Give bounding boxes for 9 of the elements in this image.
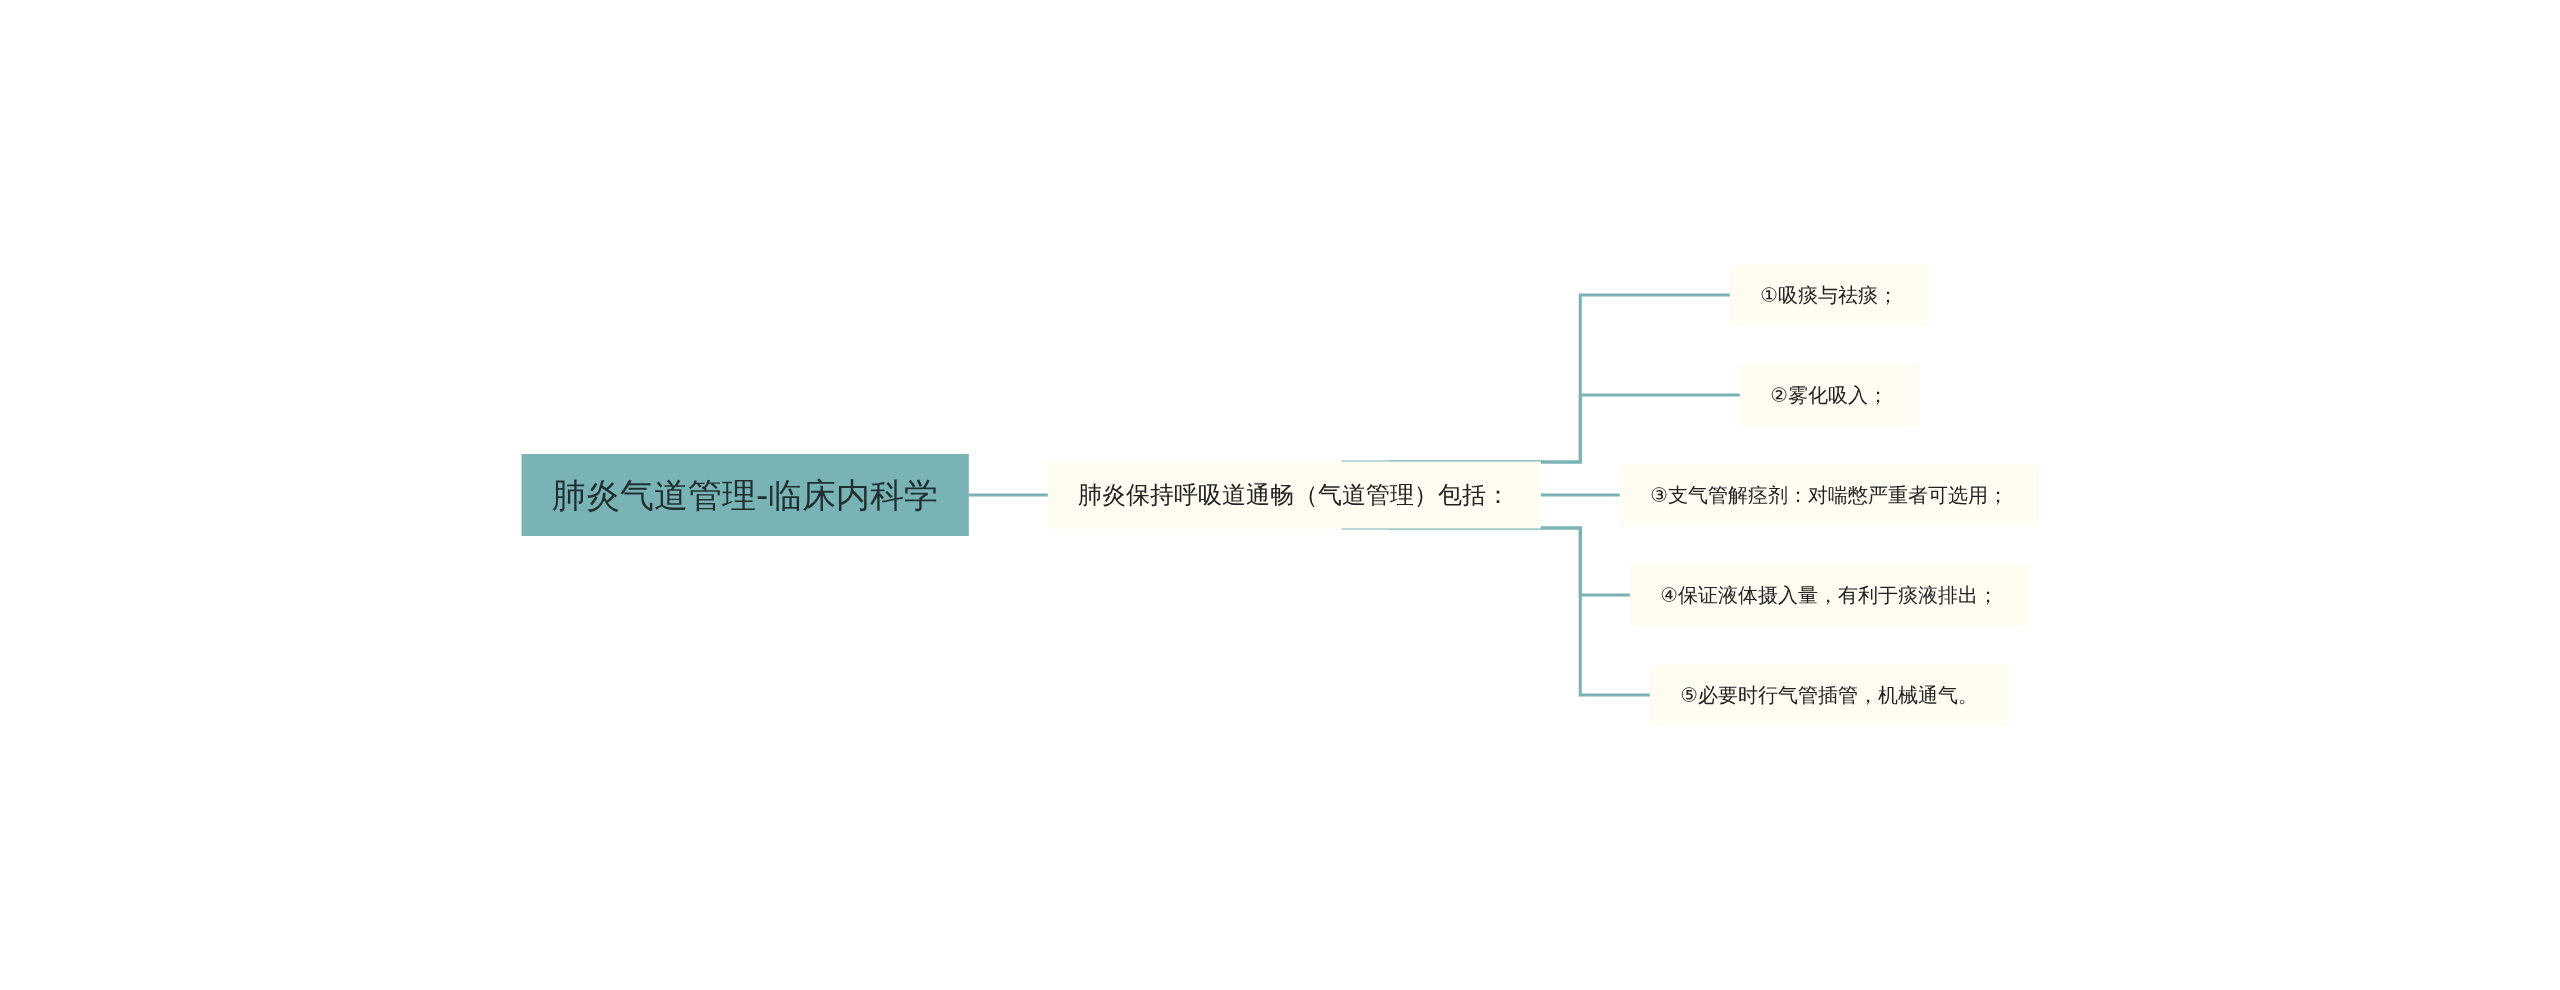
node-box: ②雾化吸入； [1739,364,1919,426]
connector [1540,493,1622,497]
connector [968,493,1050,497]
node-box: ③支气管解痉剂：对喘憋严重者可选用； [1619,464,2039,526]
node-box: ①吸痰与祛痰； [1729,264,1929,326]
node-box: 肺炎气道管理-临床内科学 [521,454,969,536]
node-box: 肺炎保持呼吸道通畅（气道管理）包括： [1047,461,1541,529]
node-box: ⑤必要时行气管插管，机械通气。 [1649,664,2009,726]
node-box: ④保证液体摄入量，有利于痰液排出； [1629,564,2029,626]
